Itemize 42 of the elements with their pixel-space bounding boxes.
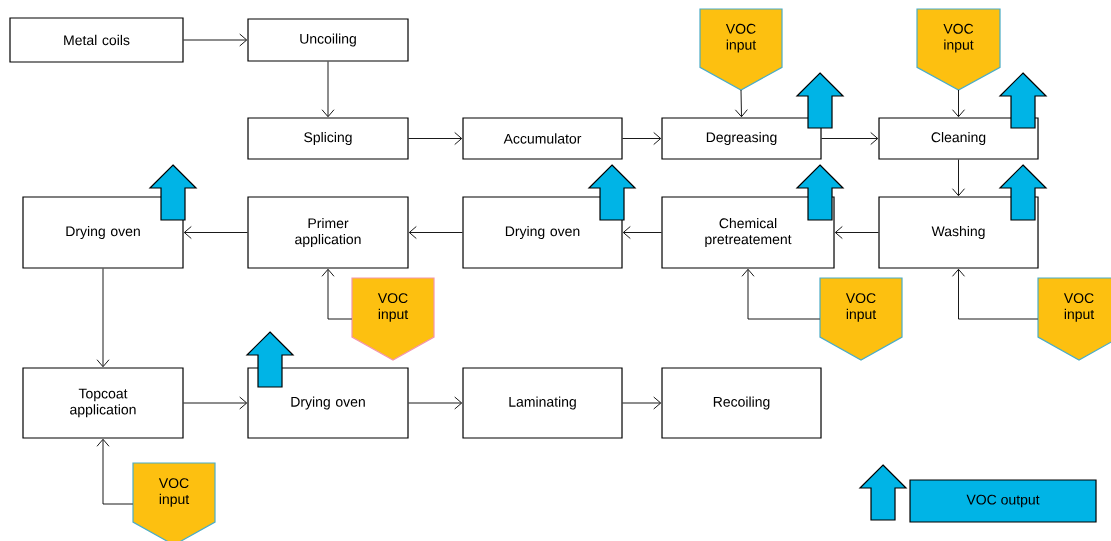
arrow [183, 396, 248, 410]
process-box: Uncoiling [247, 18, 409, 62]
input-pentagon: VOC input [699, 8, 783, 91]
arrow [741, 268, 821, 320]
process-box: Laminating [462, 367, 623, 439]
process-box: Accumulator [462, 117, 623, 160]
input-pentagon: VOC input [351, 277, 435, 361]
process-box: Primer application [247, 196, 409, 269]
arrow [408, 132, 463, 145]
process-box: Cleaning [878, 117, 1039, 160]
legend-box: VOC output [909, 479, 1097, 523]
process-box: Drying oven [247, 367, 409, 439]
arrow [952, 89, 965, 118]
process-box: Splicing [247, 117, 409, 160]
process-box: Topcoat application [22, 367, 184, 439]
input-pentagon: VOC input [819, 277, 903, 361]
arrow [408, 226, 463, 239]
input-pentagon: VOC input [132, 462, 216, 541]
arrow [952, 159, 965, 197]
arrow [183, 226, 248, 239]
arrow [408, 396, 463, 410]
process-box: Recoiling [661, 367, 822, 439]
arrow [321, 268, 353, 320]
input-pentagon: VOC input [1037, 277, 1111, 361]
arrow [96, 268, 110, 368]
arrow [622, 226, 662, 239]
process-box: Washing [878, 196, 1039, 269]
arrow [96, 438, 134, 505]
process-box: Drying oven [22, 196, 184, 269]
process-box: Degreasing [661, 117, 822, 160]
process-box: Drying oven [462, 196, 623, 269]
arrow [734, 89, 748, 118]
input-pentagon: VOC input [916, 8, 1001, 91]
arrow [622, 132, 662, 145]
process-box: Metal coils [9, 17, 184, 63]
arrow [834, 226, 879, 239]
arrow [622, 396, 662, 410]
process-box: Chemical pretreatement [661, 196, 835, 269]
arrow [821, 132, 879, 145]
arrow [321, 61, 335, 118]
arrow [183, 33, 248, 47]
arrow [952, 268, 1039, 320]
